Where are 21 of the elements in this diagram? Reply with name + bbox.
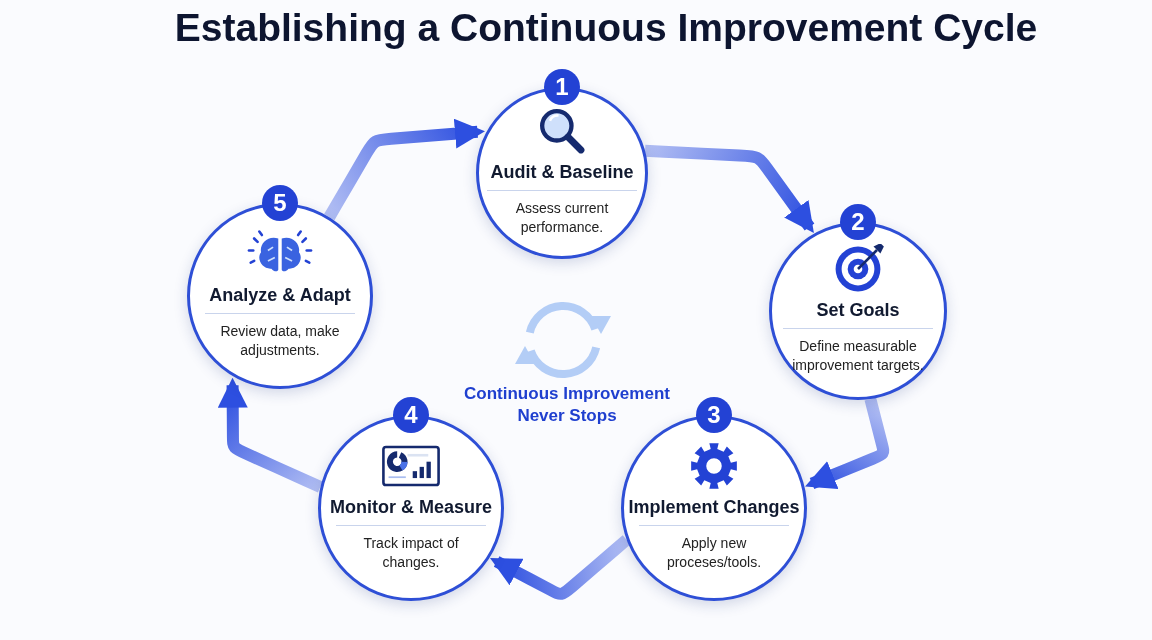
step-description: Apply new proceses/tools. — [665, 534, 763, 571]
cycle-arrow — [805, 397, 890, 490]
step-description: Review data, make adjustments. — [219, 322, 341, 359]
step-number: 3 — [696, 397, 732, 433]
cycle-arrow — [324, 118, 485, 221]
step-description: Define measurable improvement targets. — [791, 337, 925, 374]
cycle-arrow — [490, 535, 631, 600]
step-number: 1 — [544, 69, 580, 105]
step-title: Audit & Baseline — [490, 162, 634, 184]
diagram-title: Establishing a Continuous Improvement Cycle — [174, 6, 1038, 50]
cycle-arrow — [217, 377, 323, 493]
step-title: Set Goals — [816, 300, 900, 322]
step-title: Implement Changes — [628, 497, 800, 519]
step-number: 4 — [393, 397, 429, 433]
step-number: 5 — [262, 185, 298, 221]
step-description: Track impact of changes. — [362, 534, 460, 571]
step-description: Assess current performance. — [514, 199, 610, 236]
step-title: Analyze & Adapt — [209, 285, 351, 307]
step-number: 2 — [840, 204, 876, 240]
step-title: Monitor & Measure — [330, 497, 492, 519]
cycle-slogan: Continuous Improvement Never Stops — [463, 383, 671, 428]
